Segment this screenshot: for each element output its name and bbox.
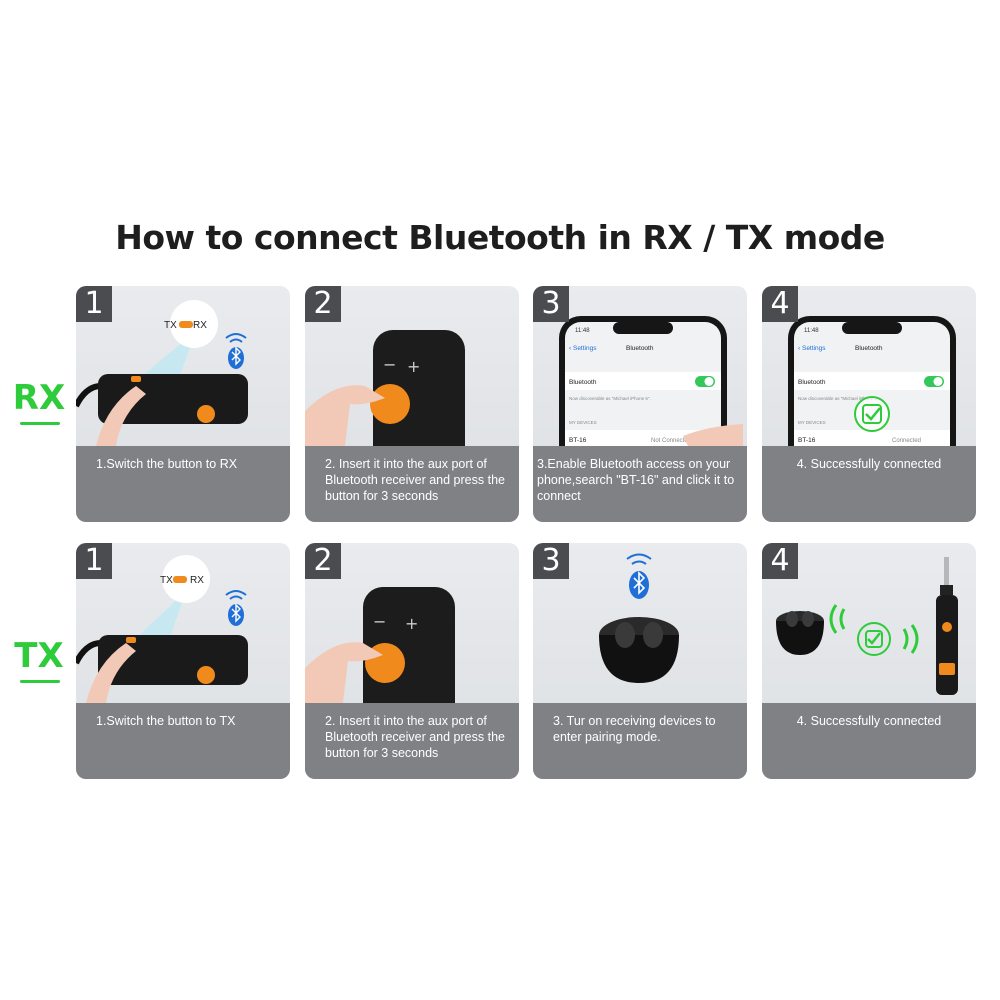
section-header: MY DEVICES — [798, 420, 826, 425]
section-header: MY DEVICES — [569, 420, 597, 425]
tx-mode-label: TX — [8, 636, 70, 683]
device-row[interactable] — [794, 430, 950, 446]
step-number-badge: 2 — [305, 286, 341, 322]
rx-step-3-phone-illustration: 11:48 ‹ Settings Bluetooth Bluetooth Now… — [559, 316, 743, 446]
switch-tx-text: TX — [164, 320, 177, 331]
minus-icon: − — [373, 612, 386, 631]
tx-step-4-card: 4 4. Successfully connected — [762, 543, 976, 779]
finger — [305, 385, 385, 446]
tx-step-3-card: 3 3. Tur on receiving devices to enter p… — [533, 543, 747, 779]
step-number-badge: 1 — [76, 286, 112, 322]
rx-step-4-phone-illustration: 11:48 ‹ Settings Bluetooth Bluetooth Now… — [788, 316, 956, 446]
power-button — [370, 384, 410, 424]
device-button — [197, 666, 215, 684]
device-name: BT-16 — [798, 437, 816, 444]
earbuds-case — [776, 611, 824, 655]
switch-zoom-bubble — [170, 300, 218, 348]
bluetooth-icon — [626, 553, 652, 599]
rx-step-1-illustration: TX RX — [76, 300, 248, 446]
signal-waves-left — [829, 604, 846, 634]
status-time: 11:48 — [575, 328, 590, 334]
switch-tx-text: TX — [160, 575, 173, 586]
device-status: Connected — [892, 438, 921, 444]
rx-step-2-card: − + 2 2. Insert it into the aux port of … — [305, 286, 519, 522]
device-name: BT-16 — [569, 437, 587, 444]
tx-label-text: TX — [14, 636, 64, 676]
check-icon — [857, 622, 891, 656]
step-caption: 4. Successfully connected — [762, 703, 976, 779]
tx-underline — [20, 680, 60, 683]
step-number-badge: 4 — [762, 543, 798, 579]
step-caption: 2. Insert it into the aux port of Blueto… — [305, 446, 519, 522]
finger — [96, 386, 146, 446]
device-switch — [126, 637, 136, 643]
rx-step-3-card: 11:48 ‹ Settings Bluetooth Bluetooth Now… — [533, 286, 747, 522]
toggle-knob — [933, 377, 943, 386]
step-caption: 3.Enable Bluetooth access on your phone,… — [533, 446, 747, 522]
tx-step-2-illustration: − + — [305, 587, 455, 703]
step-number-badge: 1 — [76, 543, 112, 579]
rx-underline — [20, 422, 60, 425]
plus-icon: + — [405, 614, 418, 633]
toggle-row — [565, 372, 721, 390]
finger — [305, 642, 383, 703]
minus-icon: − — [383, 355, 396, 374]
zoom-beam — [131, 591, 186, 643]
check-icon — [854, 396, 890, 432]
tx-step-3-illustration — [599, 553, 679, 683]
finger — [86, 643, 136, 703]
step-number-badge: 2 — [305, 543, 341, 579]
status-time: 11:48 — [804, 328, 819, 334]
switch-rx-text: RX — [193, 320, 207, 331]
step-number-badge: 3 — [533, 286, 569, 322]
toggle-knob — [704, 377, 714, 386]
toggle-row — [794, 372, 950, 390]
switch-knob — [179, 321, 193, 328]
screen-title: Bluetooth — [626, 345, 654, 352]
tx-step-1-card: TX RX 1 1.Switch the button to TX — [76, 543, 290, 779]
discoverable-text: Now discoverable as "Michael iPhone 6". — [798, 396, 880, 401]
rx-step-2-illustration: − + — [305, 330, 465, 446]
signal-waves-right — [902, 624, 919, 654]
rx-step-1-card: TX RX 1 1.Switch the button to RX — [76, 286, 290, 522]
step-caption: 1.Switch the button to RX — [76, 446, 290, 522]
step-caption: 1.Switch the button to TX — [76, 703, 290, 779]
step-caption: 4. Successfully connected — [762, 446, 976, 522]
bluetooth-toggle-label: Bluetooth — [798, 379, 826, 386]
back-settings-link[interactable]: ‹ Settings — [798, 345, 826, 352]
rx-step-4-card: 11:48 ‹ Settings Bluetooth Bluetooth Now… — [762, 286, 976, 522]
zoom-beam — [136, 331, 196, 386]
tx-step-1-illustration: TX RX — [76, 555, 248, 703]
step-caption: 2. Insert it into the aux port of Blueto… — [305, 703, 519, 779]
bluetooth-icon — [225, 333, 247, 369]
device-cable — [76, 383, 102, 408]
transmitter-with-jack — [936, 557, 958, 695]
device-cable — [76, 640, 102, 665]
bluetooth-icon — [225, 590, 247, 626]
switch-knob — [173, 576, 187, 583]
plus-icon: + — [407, 357, 420, 376]
earbuds-case — [599, 617, 679, 683]
switch-rx-text: RX — [190, 575, 204, 586]
back-settings-link[interactable]: ‹ Settings — [569, 345, 597, 352]
tx-step-2-card: − + 2 2. Insert it into the aux port of … — [305, 543, 519, 779]
phone-notch — [842, 322, 902, 334]
page-title: How to connect Bluetooth in RX / TX mode — [115, 218, 885, 257]
step-caption: 3. Tur on receiving devices to enter pai… — [533, 703, 747, 779]
step-number-badge: 3 — [533, 543, 569, 579]
bluetooth-toggle-label: Bluetooth — [569, 379, 597, 386]
discoverable-text: Now discoverable as "Michael iPhone 6". — [569, 396, 651, 401]
device-switch — [131, 376, 141, 382]
step-number-badge: 4 — [762, 286, 798, 322]
screen-title: Bluetooth — [855, 345, 883, 352]
device-row[interactable] — [565, 430, 721, 446]
rx-label-text: RX — [12, 378, 66, 418]
tx-step-4-illustration — [776, 557, 958, 695]
rx-mode-label: RX — [8, 378, 70, 425]
device-status: Not Connected — [651, 438, 691, 444]
device-button — [197, 405, 215, 423]
finger — [683, 424, 743, 446]
phone-notch — [613, 322, 673, 334]
